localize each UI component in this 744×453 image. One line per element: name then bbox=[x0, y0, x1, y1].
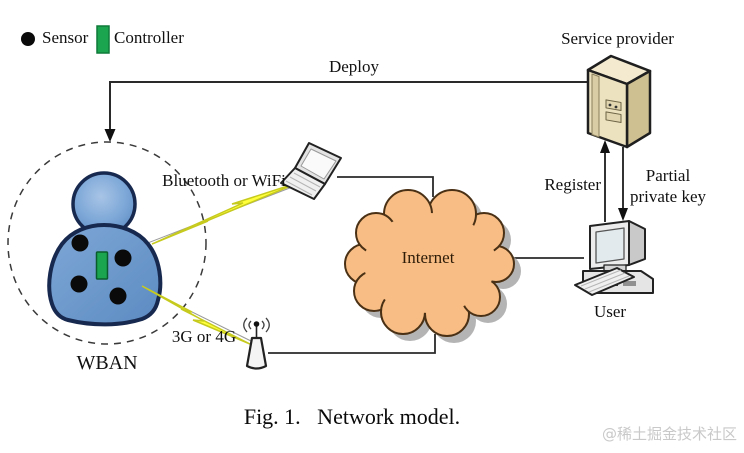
laptop-to-internet-line bbox=[337, 176, 434, 197]
controller-chip bbox=[95, 251, 109, 280]
internet-cloud bbox=[344, 189, 521, 343]
lightning-bolt-wifi bbox=[151, 181, 301, 245]
user-computer-icon bbox=[574, 220, 654, 296]
antenna-icon bbox=[243, 317, 270, 370]
watermark-text: @稀土掘金技术社区 bbox=[601, 425, 737, 443]
partial-private-key-label: Partial private key bbox=[630, 166, 706, 206]
server-icon bbox=[586, 54, 652, 149]
deploy-label: Deploy bbox=[328, 57, 380, 76]
bluetooth-wifi-label: Bluetooth or WiFi bbox=[162, 171, 286, 190]
register-arrowhead bbox=[600, 140, 610, 153]
figure-caption: Fig. 1. Network model. bbox=[243, 404, 461, 429]
internet-label: Internet bbox=[401, 248, 455, 267]
patient-figure bbox=[47, 171, 163, 327]
legend-sensor-label: Sensor bbox=[42, 28, 89, 47]
lightning-bolt-cellular bbox=[141, 285, 251, 345]
legend-sensor-dot bbox=[21, 32, 35, 46]
service-provider-label: Service provider bbox=[561, 29, 674, 48]
antenna-to-internet-line bbox=[268, 334, 436, 354]
partial-key-arrowhead bbox=[618, 208, 628, 221]
legend-controller-label: Controller bbox=[114, 28, 184, 47]
cellular-label: 3G or 4G bbox=[171, 327, 237, 346]
deploy-arrowhead bbox=[104, 129, 116, 142]
register-label: Register bbox=[544, 175, 601, 194]
sensor-dots bbox=[70, 234, 132, 305]
user-label: User bbox=[593, 302, 627, 321]
laptop-icon bbox=[280, 142, 342, 200]
wban-boundary-circle bbox=[7, 141, 207, 345]
wban-label: WBAN bbox=[76, 352, 138, 374]
legend-controller-swatch bbox=[96, 25, 110, 54]
deploy-arrow-line bbox=[109, 81, 588, 132]
